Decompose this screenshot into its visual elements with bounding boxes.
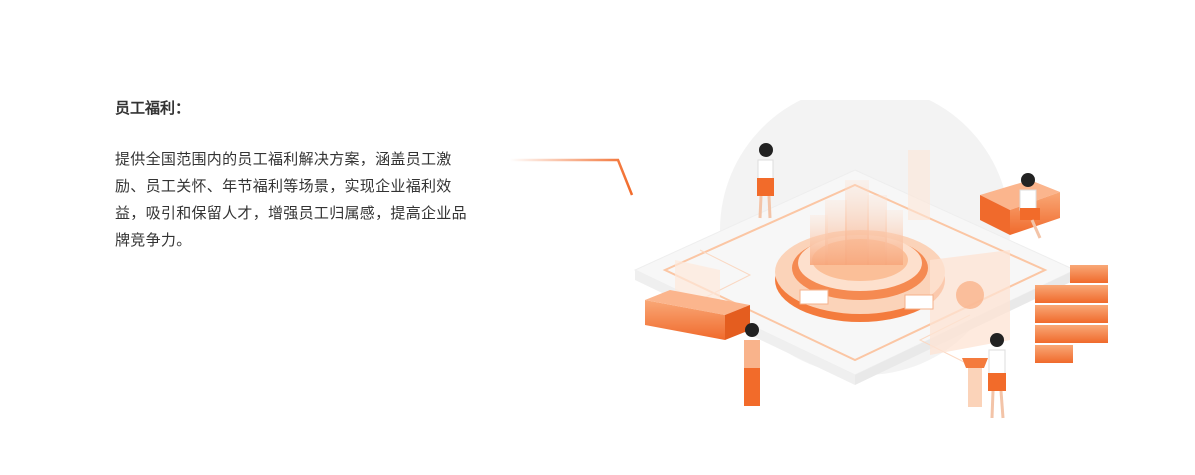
employee-benefits-section: 员工福利： 提供全国范围内的员工福利解决方案，涵盖员工激励、员工关怀、年节福利等…	[115, 96, 467, 254]
isometric-platform-illustration	[510, 100, 1108, 419]
server-stack-2	[1070, 265, 1108, 343]
left-box	[645, 290, 750, 340]
tower-cluster	[810, 150, 930, 265]
connector-line	[510, 158, 634, 196]
section-title: 员工福利：	[115, 99, 191, 117]
server-stack-1	[1035, 285, 1073, 363]
person-right-sitting	[1019, 173, 1042, 239]
section-description: 提供全国范围内的员工福利解决方案，涵盖员工激励、员工关怀、年节福利等场景，实现企…	[115, 150, 467, 249]
floating-panels	[675, 250, 1010, 355]
person-bottom-left	[744, 323, 760, 406]
kiosk	[962, 358, 988, 407]
person-top-left	[757, 143, 774, 219]
person-bottom-right	[988, 333, 1006, 419]
